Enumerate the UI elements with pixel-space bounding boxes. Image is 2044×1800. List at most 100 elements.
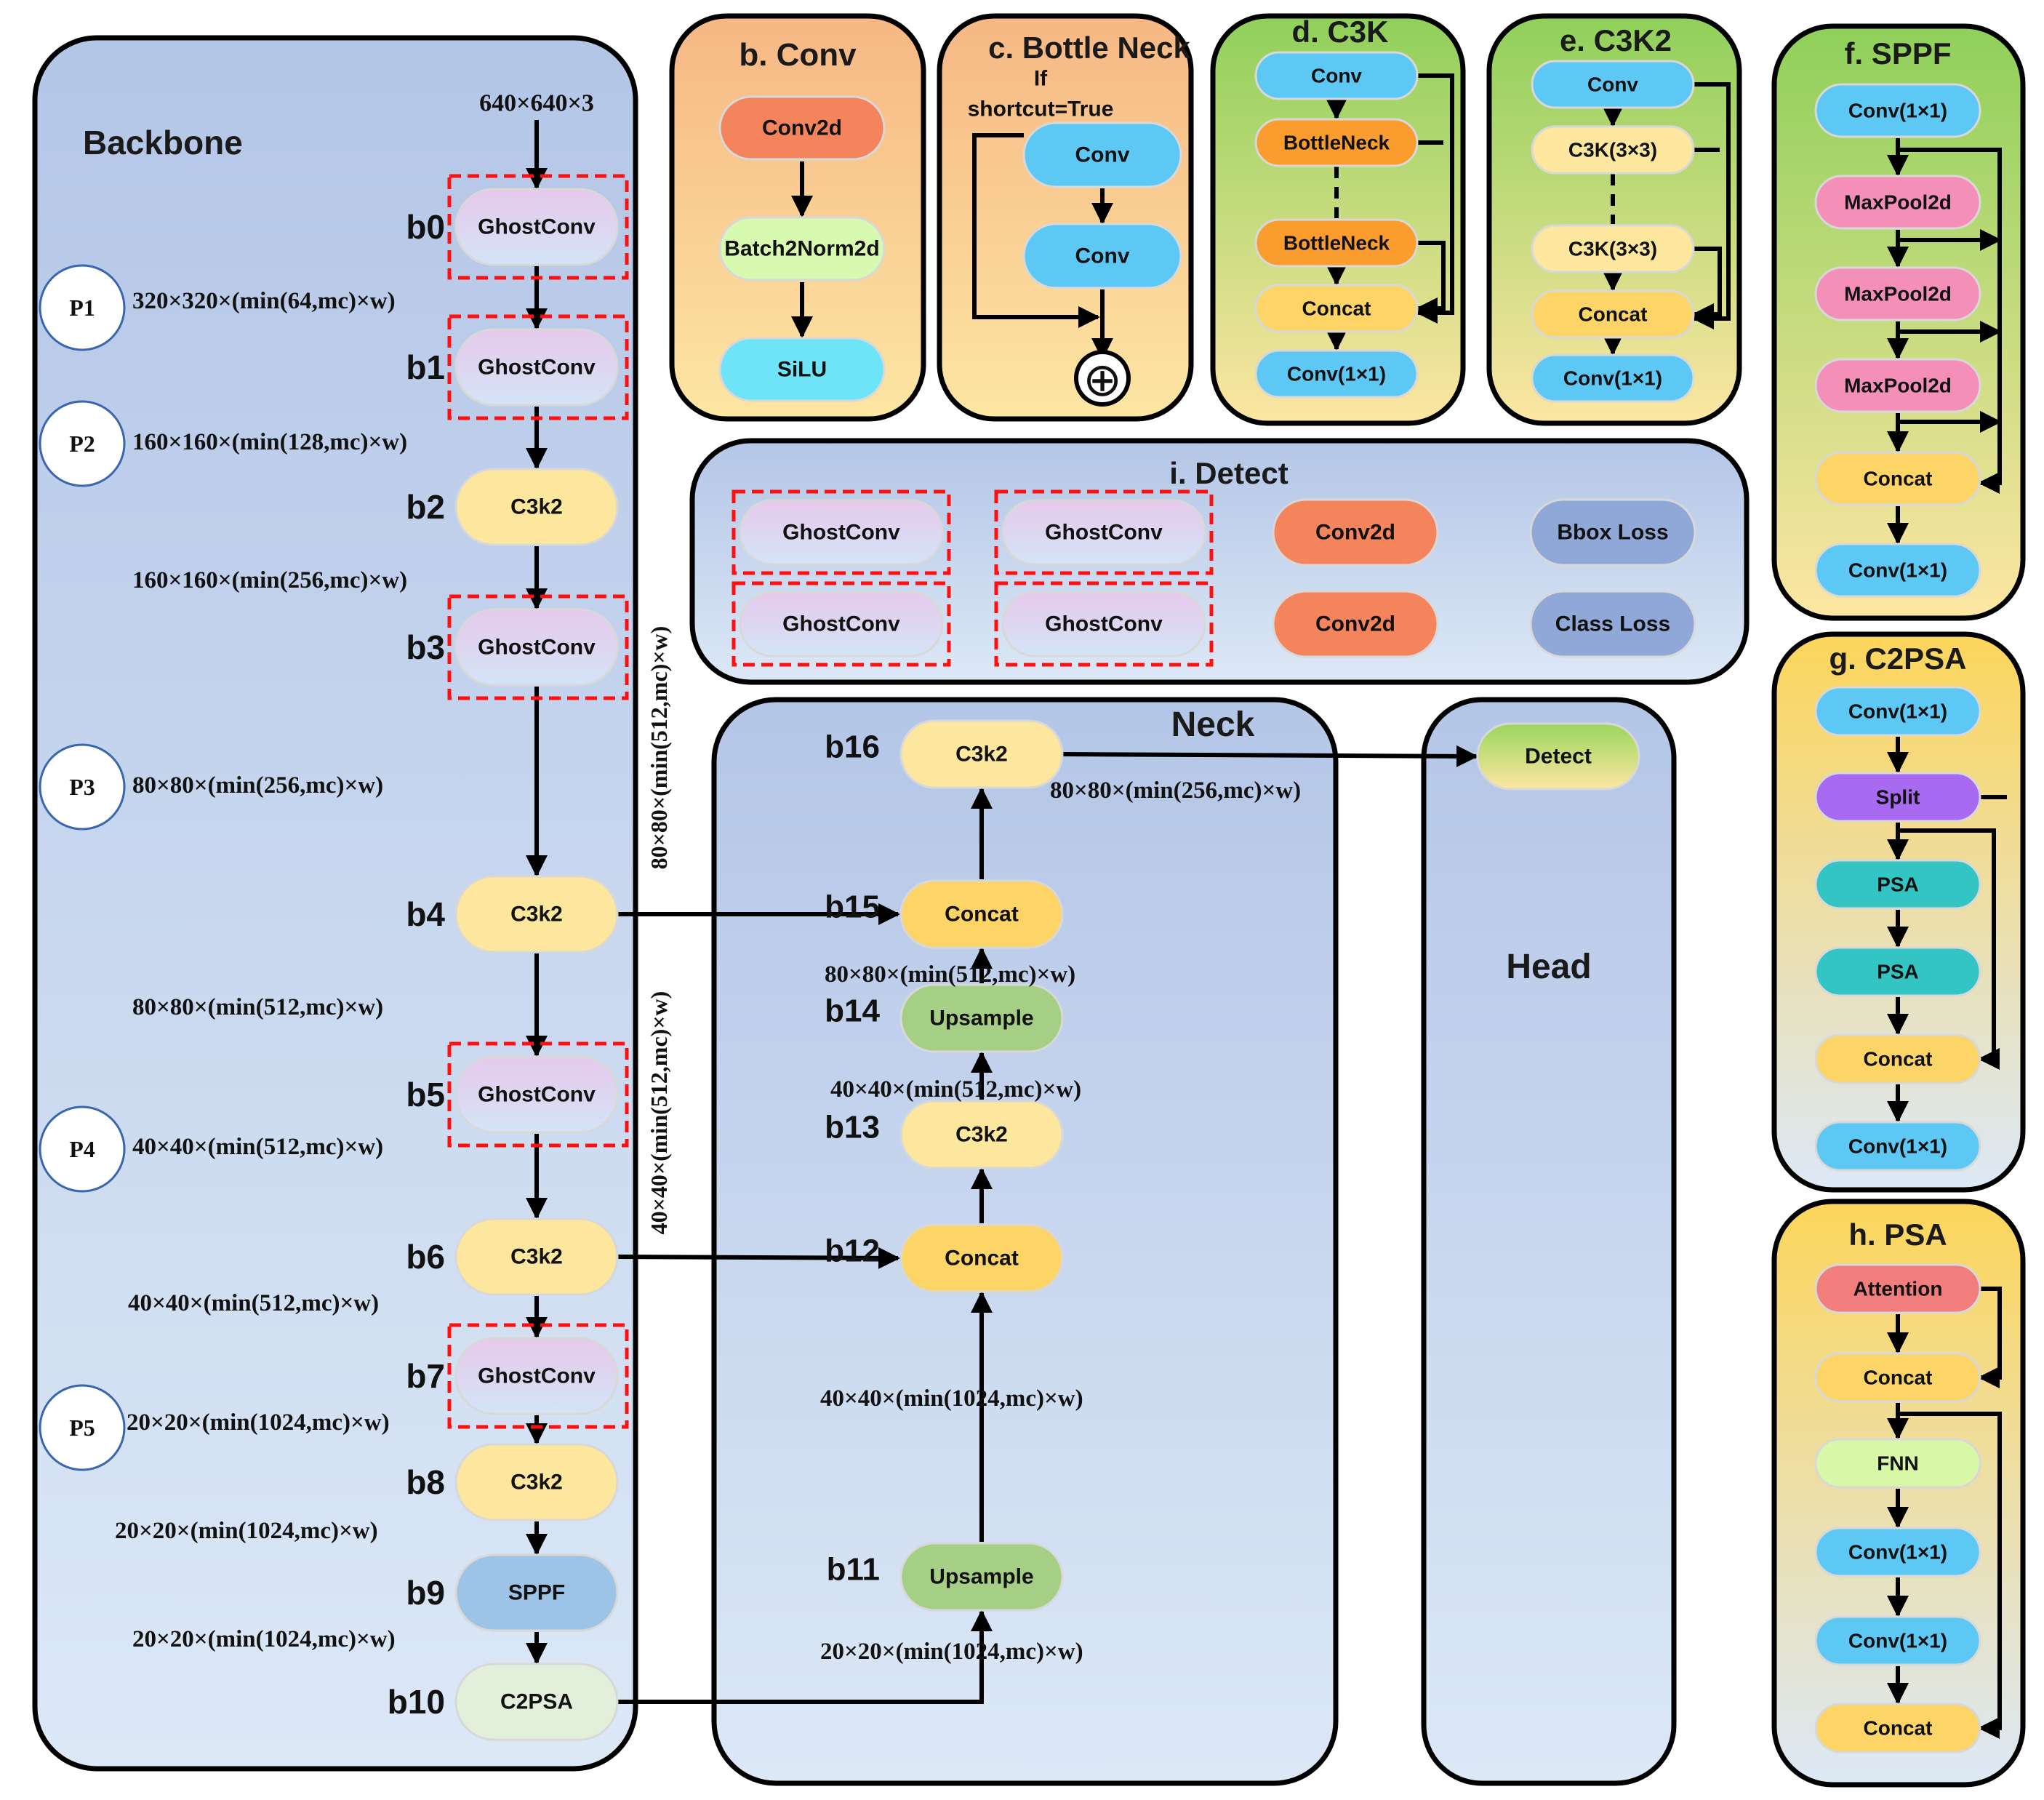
- backbone-title: Backbone: [83, 124, 243, 161]
- block-b7-shape: [454, 1337, 619, 1415]
- c3k-item-label: Concat: [1302, 297, 1371, 320]
- block-b14-shape: [899, 983, 1064, 1053]
- c3k-item: BottleNeck: [1254, 118, 1419, 167]
- pyramid-level-P3: [39, 743, 126, 831]
- feature-size-label: 40×40×(min(512,mc)×w): [132, 1134, 383, 1160]
- c2psa-item-shape: [1814, 686, 1981, 737]
- bottleneck-item-shape: [1022, 223, 1182, 289]
- head-panel: [1421, 697, 1677, 1786]
- block-id-b16: b16: [825, 729, 880, 765]
- c3k2-item: C3K(3×3): [1531, 125, 1695, 175]
- sppf-item: MaxPool2d: [1814, 266, 1981, 321]
- c3k-item-label: Conv: [1311, 65, 1362, 87]
- block-b10-label: C2PSA: [500, 1690, 573, 1714]
- c2psa-item-shape: [1814, 1033, 1981, 1084]
- conv-panel-item-shape: [718, 95, 886, 161]
- block-b1-shape: [454, 328, 619, 407]
- detect-ghostconv-label: GhostConv: [1045, 521, 1163, 545]
- sppf-item-shape: [1814, 266, 1981, 321]
- sppf-panel-title: f. SPPF: [1844, 36, 1951, 71]
- c3k2-item-label: Conv(1×1): [1563, 367, 1662, 390]
- sppf-item-label: MaxPool2d: [1844, 375, 1952, 397]
- detect-loss-shape: [1529, 498, 1696, 567]
- feature-size-label: 80×80×(min(512,mc)×w): [825, 961, 1075, 988]
- c2psa-panel-title: g. C2PSA: [1829, 641, 1966, 676]
- psa-item-shape: [1814, 1438, 1981, 1489]
- block-b0-label: GhostConv: [478, 215, 596, 239]
- c2psa-item-label: PSA: [1877, 961, 1919, 983]
- pyramid-level-P1: [39, 264, 126, 351]
- psa-item-shape: [1814, 1263, 1981, 1314]
- psa-item-shape: [1814, 1527, 1981, 1577]
- bottleneck-item: Conv: [1022, 121, 1182, 188]
- feature-size-label: 40×40×(min(1024,mc)×w): [820, 1385, 1083, 1412]
- detect-panel: [689, 438, 1750, 685]
- edges: [526, 73, 2007, 1739]
- feature-size-label: 40×40×(min(512,mc)×w): [128, 1290, 379, 1316]
- conv-panel-item-shape: [718, 337, 886, 402]
- feature-size-label: 20×20×(min(1024,mc)×w): [115, 1518, 378, 1544]
- block-id-b2: b2: [406, 488, 445, 526]
- c2psa-item-label: Concat: [1864, 1048, 1933, 1071]
- backbone-graph: 640×640×3GhostConvb0GhostConvb1C3k2b2Gho…: [39, 90, 672, 1741]
- block-id-b10: b10: [388, 1683, 445, 1721]
- sppf-item: Concat: [1814, 451, 1981, 506]
- c3k-item-shape: [1254, 51, 1419, 100]
- block-b7: GhostConv: [454, 1337, 619, 1415]
- block-id-b8: b8: [406, 1463, 445, 1501]
- detect-block-shape: [1476, 722, 1640, 791]
- feature-size-label: 20×20×(min(1024,mc)×w): [820, 1639, 1083, 1665]
- detect-loss: Bbox Loss: [1529, 498, 1696, 567]
- block-b5-shape: [454, 1055, 619, 1134]
- detect-ghostconv-label: GhostConv: [1045, 612, 1163, 636]
- dashed-box-b5: [447, 1041, 629, 1148]
- block-b6: C3k2: [454, 1217, 619, 1296]
- block-b8: C3k2: [454, 1443, 619, 1521]
- feature-size-label: 320×320×(min(64,mc)×w): [132, 288, 396, 314]
- detect-conv2d-label: Conv2d: [1315, 521, 1395, 545]
- sppf-item: Conv(1×1): [1814, 83, 1981, 138]
- block-b14: Upsample: [899, 983, 1064, 1053]
- detect-block-label: Detect: [1525, 745, 1592, 769]
- block-id-b14: b14: [825, 993, 880, 1029]
- c3k-item: BottleNeck: [1254, 218, 1419, 268]
- c3k2-item-label: Conv: [1587, 73, 1638, 96]
- c3k-item: Concat: [1254, 284, 1419, 333]
- block-b12-label: Concat: [945, 1247, 1019, 1271]
- c3k2-item-label: C3K(3×3): [1568, 139, 1657, 161]
- detect-ghostconv-label: GhostConv: [782, 521, 900, 545]
- pyramid-level-label: P1: [69, 295, 95, 321]
- flow-arrow: [618, 1609, 993, 1704]
- block-b6-label: C3k2: [510, 1245, 563, 1269]
- block-b12-shape: [899, 1223, 1064, 1293]
- c3k2-item-shape: [1531, 125, 1695, 175]
- block-b3-shape: [454, 608, 619, 687]
- c3k2-item-shape: [1531, 289, 1695, 339]
- c2psa-item-shape: [1814, 946, 1981, 997]
- block-b2-label: C3k2: [510, 495, 563, 519]
- c2psa-item: Split: [1814, 772, 1981, 823]
- psa-item-label: Concat: [1864, 1367, 1933, 1389]
- c3k2-item-shape: [1531, 353, 1695, 403]
- block-b16-label: C3k2: [955, 743, 1008, 767]
- pyramid-level-label: P2: [69, 431, 95, 457]
- sppf-item-shape: [1814, 358, 1981, 413]
- sppf-item: MaxPool2d: [1814, 175, 1981, 230]
- flow-arrow: [1898, 828, 2000, 1070]
- block-b12: Concat: [899, 1223, 1064, 1293]
- conv-panel-item: SiLU: [718, 337, 886, 402]
- c3k2-item-shape: [1531, 60, 1695, 109]
- detect-block: Detect: [1476, 722, 1640, 791]
- c3k2-item: Conv: [1531, 60, 1695, 109]
- block-b15: Concat: [899, 879, 1064, 949]
- block-id-b9: b9: [406, 1574, 445, 1612]
- block-b9-shape: [454, 1553, 619, 1632]
- c2psa-item-label: PSA: [1877, 873, 1919, 896]
- c3k2-item-label: C3K(3×3): [1568, 238, 1657, 260]
- neck-title: Neck: [1171, 705, 1255, 744]
- block-b0: GhostConv: [454, 188, 619, 266]
- conv-panel-title: b. Conv: [739, 37, 857, 73]
- block-b3-label: GhostConv: [478, 636, 596, 660]
- pyramid-level-P2: [39, 400, 126, 487]
- c2psa-item: PSA: [1814, 946, 1981, 997]
